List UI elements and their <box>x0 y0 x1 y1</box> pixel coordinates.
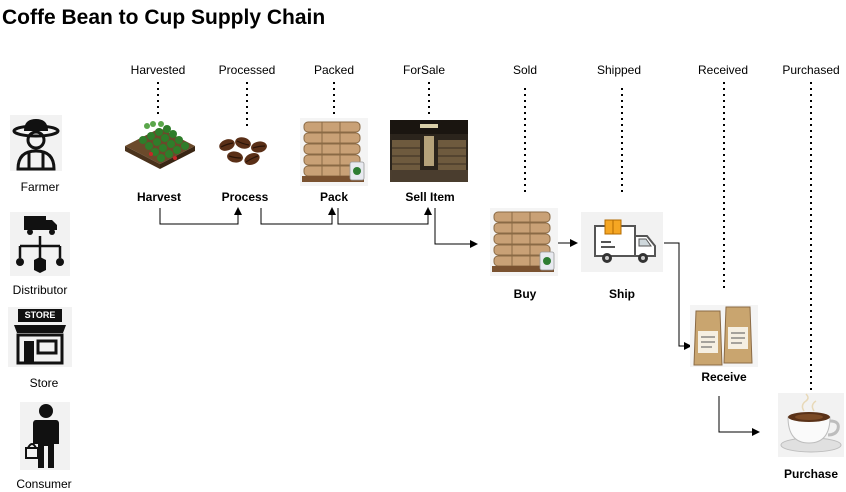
delivery-truck-image <box>581 212 663 272</box>
actor-label-store: Store <box>29 376 59 390</box>
store-icon: STORE <box>8 307 72 367</box>
step-label-harvest: Harvest <box>136 190 182 204</box>
actor-label-distributor: Distributor <box>12 283 68 297</box>
diagram-title: Coffe Bean to Cup Supply Chain <box>2 6 326 29</box>
coffee-beans-image <box>219 137 267 166</box>
flow-arrow-receive-purchase <box>718 396 760 436</box>
state-label-processed: Processed <box>218 63 276 77</box>
coffee-cup-image <box>778 393 844 457</box>
actor-label-consumer: Consumer <box>16 477 72 491</box>
coffee-sacks-pallet-image <box>300 118 368 186</box>
coffee-farm-image <box>125 121 195 169</box>
step-label-pack: Pack <box>319 190 349 204</box>
state-label-purchased: Purchased <box>782 63 840 77</box>
consumer-icon <box>20 402 70 470</box>
store-sign-text: STORE <box>24 310 56 320</box>
step-label-process: Process <box>221 190 269 204</box>
state-label-shipped: Shipped <box>596 63 642 77</box>
step-label-buy: Buy <box>513 287 537 301</box>
step-label-receive: Receive <box>701 370 747 384</box>
state-label-sold: Sold <box>512 63 538 77</box>
coffee-bags-image <box>690 305 758 367</box>
state-label-harvested: Harvested <box>130 63 186 77</box>
distributor-icon <box>10 212 70 276</box>
flow-arrow-ship-receive <box>664 242 692 350</box>
flow-arrow-pack-sellitem <box>337 207 432 225</box>
flow-arrow-harvest-process <box>159 207 242 225</box>
flow-arrow-process-pack <box>260 207 336 225</box>
flow-arrow-sellitem-buy <box>434 208 478 248</box>
state-label-packed: Packed <box>313 63 355 77</box>
step-label-purchase: Purchase <box>783 467 839 481</box>
coffee-sacks-pallet-image-buy <box>490 208 558 276</box>
state-label-forsale: ForSale <box>402 63 446 77</box>
actor-label-farmer: Farmer <box>20 180 60 194</box>
state-label-received: Received <box>697 63 749 77</box>
step-label-ship: Ship <box>609 287 635 301</box>
step-label-sell-item: Sell Item <box>405 190 455 204</box>
farmer-icon <box>10 115 62 171</box>
warehouse-image <box>390 120 468 182</box>
